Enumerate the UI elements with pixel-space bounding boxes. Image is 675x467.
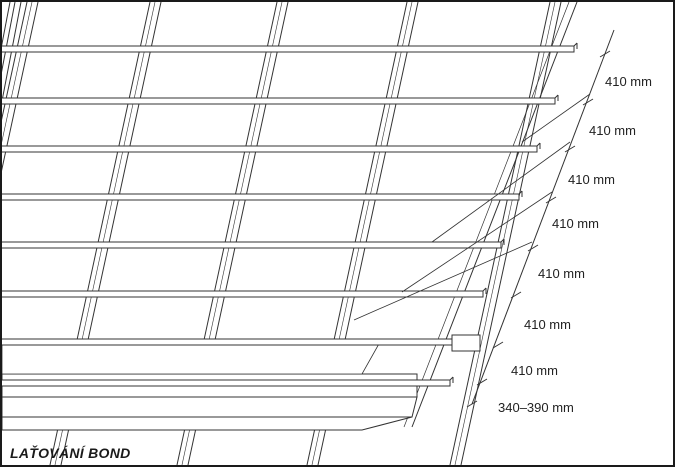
dimension-labels: 410 mm 410 mm 410 mm 410 mm 410 mm 410 mm 410 … [498,74,652,415]
dimension-label: 410 mm [524,317,571,332]
dimension-leader [401,191,553,293]
dimension-axis [471,29,615,405]
dimension-tick [527,244,539,252]
battens [2,42,578,387]
rafter-line [454,2,556,465]
batten [2,290,484,298]
dimension-label: 410 mm [568,172,615,187]
purlin-bottom [2,396,418,418]
rafter-line [2,2,22,104]
batten [2,45,575,53]
batten [2,338,466,346]
dimension-tick [492,341,504,349]
rafter-line [2,2,39,172]
rafter-line [2,2,16,73]
rafter-line [2,2,33,143]
dimension-label: 340–390 mm [498,400,574,415]
dimension-tick [564,145,576,153]
batten [2,241,502,249]
dimension-line [353,29,615,408]
batten [2,193,520,201]
diagram-caption: LAŤOVÁNÍ BOND [10,445,131,461]
dimension-label: 410 mm [538,266,585,281]
batten [2,145,538,153]
dimension-leader [521,93,591,143]
batten [2,97,556,105]
dimension-tick [466,400,478,408]
purlin-shadow [2,416,413,431]
rafter-line [449,2,551,465]
dimension-label: 410 mm [589,123,636,138]
dimension-label: 410 mm [552,216,599,231]
dimension-tick [582,98,594,106]
dimension-tick [599,50,611,58]
rafter-edge-line [411,2,578,428]
rafter-edge-line [403,2,570,428]
dimension-leader [353,241,533,321]
dimension-label: 410 mm [605,74,652,89]
rafter-line [460,2,562,465]
rafter-line [2,2,28,121]
rafter-line [2,2,11,47]
dimension-tick [545,196,557,204]
dimension-tick [510,291,522,299]
batten [2,379,451,387]
purlin-top [2,341,381,375]
dimension-leader [431,141,571,243]
dimension-tick [476,378,488,386]
dimension-label: 410 mm [511,363,558,378]
counter-batten-end [451,334,481,352]
